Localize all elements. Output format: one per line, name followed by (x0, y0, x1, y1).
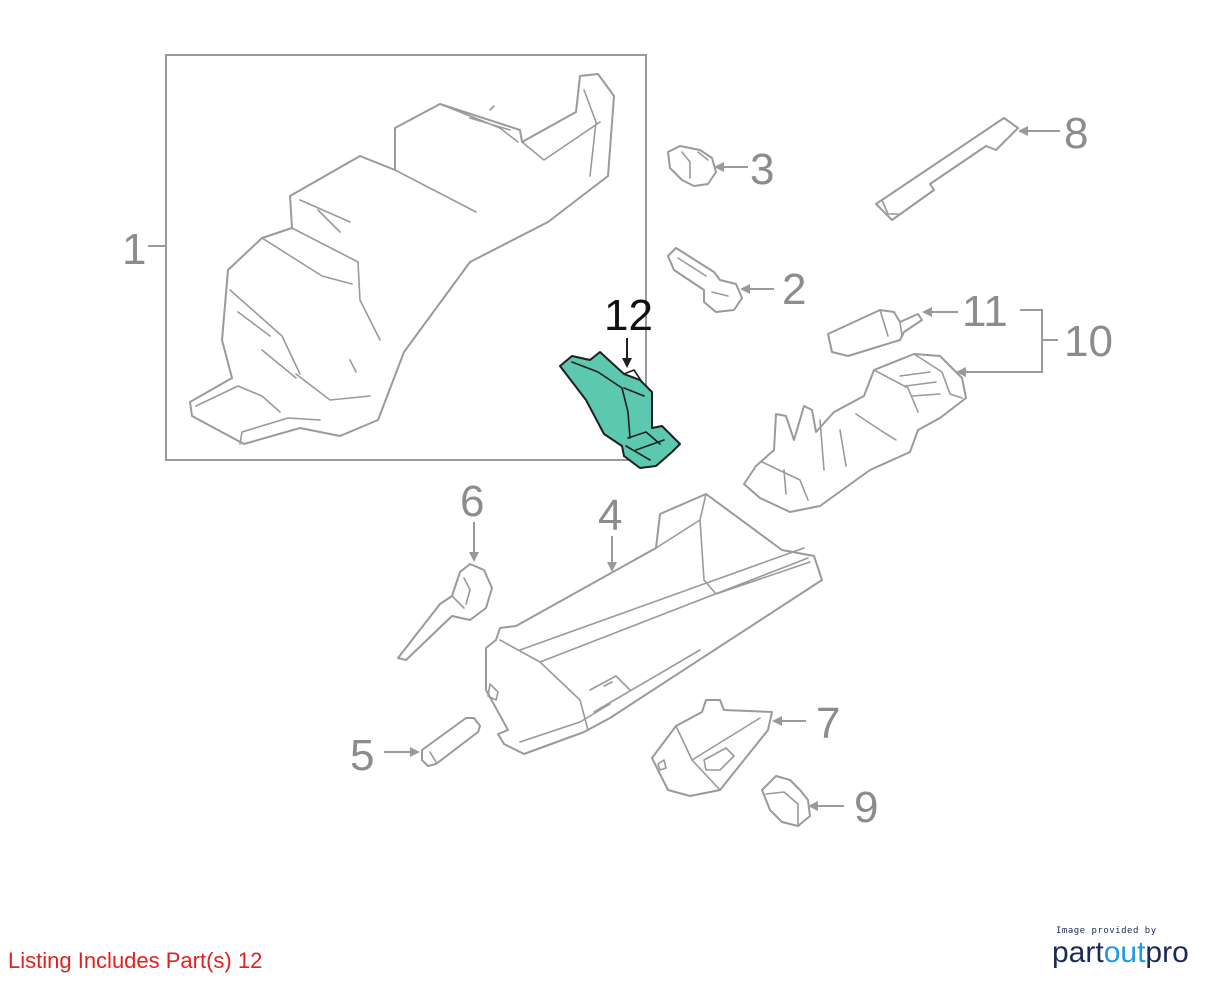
brand-name-part1: part (1052, 936, 1104, 969)
part-9-cap: 9 (761, 775, 878, 832)
callout-7: 7 (816, 699, 840, 748)
listing-note: Listing Includes Part(s) 12 (8, 948, 263, 973)
part-7-lock-housing: 7 (651, 699, 840, 797)
callout-11: 11 (962, 287, 1008, 336)
callout-12: 12 (604, 291, 653, 340)
brand-logo: Image provided by partoutpro (1052, 926, 1212, 970)
part-1-housing: 1 (122, 54, 647, 461)
part-10-latch (743, 353, 967, 513)
part-11-damper: 11 10 (827, 287, 1113, 377)
part-12-highlighted: 12 (559, 291, 681, 469)
part-1-frame (165, 54, 647, 461)
callout-2: 2 (782, 265, 806, 314)
callout-1: 1 (122, 225, 146, 274)
part-8-strip: 8 (875, 109, 1088, 221)
callout-5: 5 (350, 731, 374, 780)
part-6-key: 6 (397, 477, 493, 661)
callout-8: 8 (1064, 109, 1088, 158)
part-5-pin: 5 (350, 717, 481, 780)
brand-name-part2: out (1103, 936, 1146, 969)
brand-tagline: Image provided by (1056, 926, 1157, 936)
part-3-clip: 3 (667, 145, 774, 194)
brand-name-part3: pro (1145, 936, 1189, 969)
callout-6: 6 (460, 477, 484, 526)
callout-10: 10 (1064, 317, 1113, 366)
callout-3: 3 (750, 145, 774, 194)
callout-4: 4 (598, 491, 622, 540)
part-4-door: 4 (485, 491, 823, 755)
brand-name: partoutpro (1052, 936, 1212, 970)
part-2-bolt: 2 (667, 247, 806, 314)
callout-9: 9 (854, 783, 878, 832)
